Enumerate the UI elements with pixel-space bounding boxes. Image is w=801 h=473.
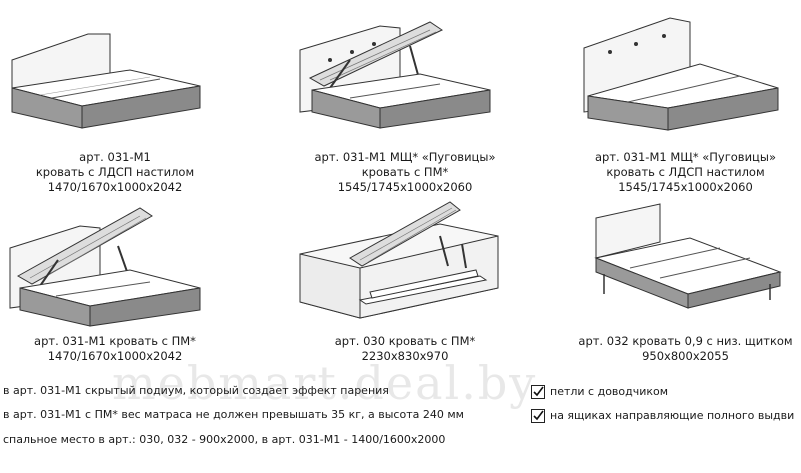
checkbox-soft-close — [531, 385, 545, 399]
product-card-6: арт. 032 кровать 0,9 с низ. щитком 950x8… — [570, 196, 801, 366]
product-card-2: арт. 031-М1 МЩ* «Пуговицы» кровать с ПМ*… — [290, 0, 520, 200]
product-card-1: арт. 031-М1 кровать с ЛДСП настилом 1470… — [0, 0, 230, 200]
product-card-5: арт. 030 кровать с ПМ* 2230x830x970 — [290, 196, 520, 366]
note-line: в арт. 031-М1 с ПМ* вес матраса не долже… — [3, 408, 464, 421]
product-caption: арт. 031-М1 кровать с ЛДСП настилом 1470… — [35, 150, 195, 194]
bed-drawing-flat — [11, 33, 201, 129]
check-icon — [533, 386, 544, 397]
note-line: в арт. 031-М1 скрытый подиум, который со… — [3, 384, 389, 397]
bed-drawing-lift — [299, 21, 491, 129]
notes-section: в арт. 031-М1 скрытый подиум, который со… — [0, 378, 801, 473]
checkbox-full-extension — [531, 409, 545, 423]
bed-drawing-buttons — [583, 17, 779, 131]
product-card-3: арт. 031-М1 МЩ* «Пуговицы» кровать с ЛДС… — [570, 0, 801, 200]
sofa-bed-drawing — [299, 201, 499, 319]
bed-drawing-lift-plain — [9, 207, 201, 327]
feature-soft-close: петли с доводчиком — [550, 385, 669, 398]
single-bed-drawing — [594, 203, 782, 309]
product-caption: арт. 030 кровать с ПМ* 2230x830x970 — [334, 334, 476, 363]
product-caption: арт. 031-М1 кровать с ПМ* 1470/1670x1000… — [34, 334, 196, 363]
check-icon — [533, 410, 544, 421]
note-line: спальное место в арт.: 030, 032 - 900x20… — [3, 433, 446, 446]
product-caption: арт. 031-М1 МЩ* «Пуговицы» кровать с ПМ*… — [314, 150, 496, 194]
product-card-4: арт. 031-М1 кровать с ПМ* 1470/1670x1000… — [0, 196, 230, 366]
product-caption: арт. 032 кровать 0,9 с низ. щитком 950x8… — [578, 334, 793, 363]
product-caption: арт. 031-М1 МЩ* «Пуговицы» кровать с ЛДС… — [594, 150, 777, 194]
feature-full-extension: на ящиках направляющие полного выдви — [550, 409, 795, 422]
